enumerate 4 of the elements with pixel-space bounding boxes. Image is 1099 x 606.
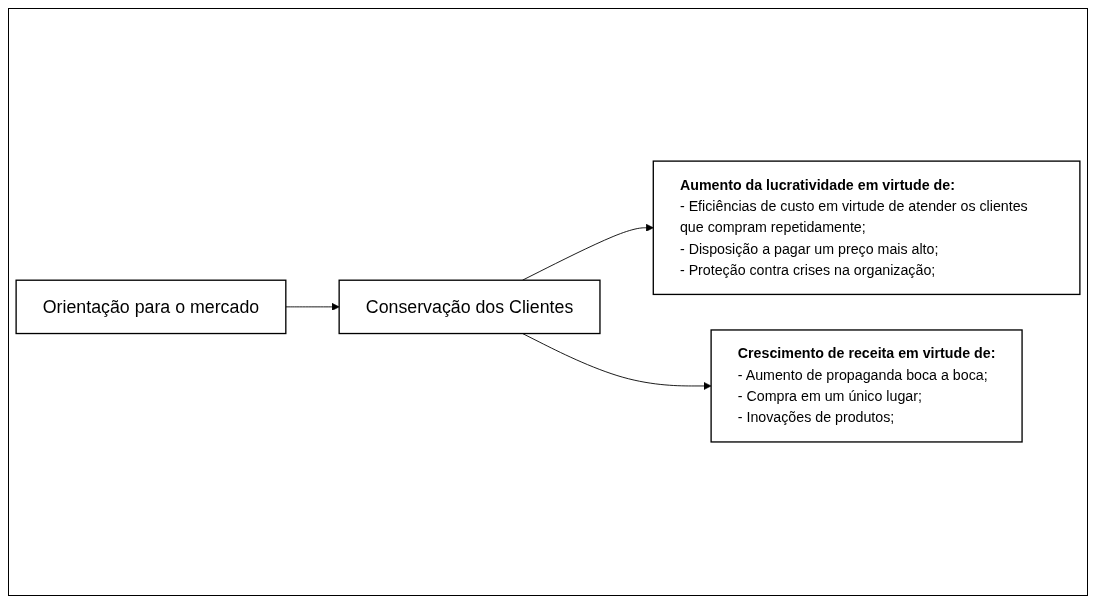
node-box: Orientação para o mercado <box>15 280 287 335</box>
node-box: Aumento da lucratividade em virtude de: - Eficiências de custo em virtude de atender os clientes que compram repetidamente; - Disposição a pagar um preço mais alto; - Proteção contra crises na organização; <box>652 160 1081 296</box>
node-box: Crescimento de receita em virtude de: - Aumento de propaganda boca a boca; - Compra em um único lugar; - Inovações de produtos; <box>710 329 1023 444</box>
node-box: Conservação dos Clientes <box>338 280 601 335</box>
